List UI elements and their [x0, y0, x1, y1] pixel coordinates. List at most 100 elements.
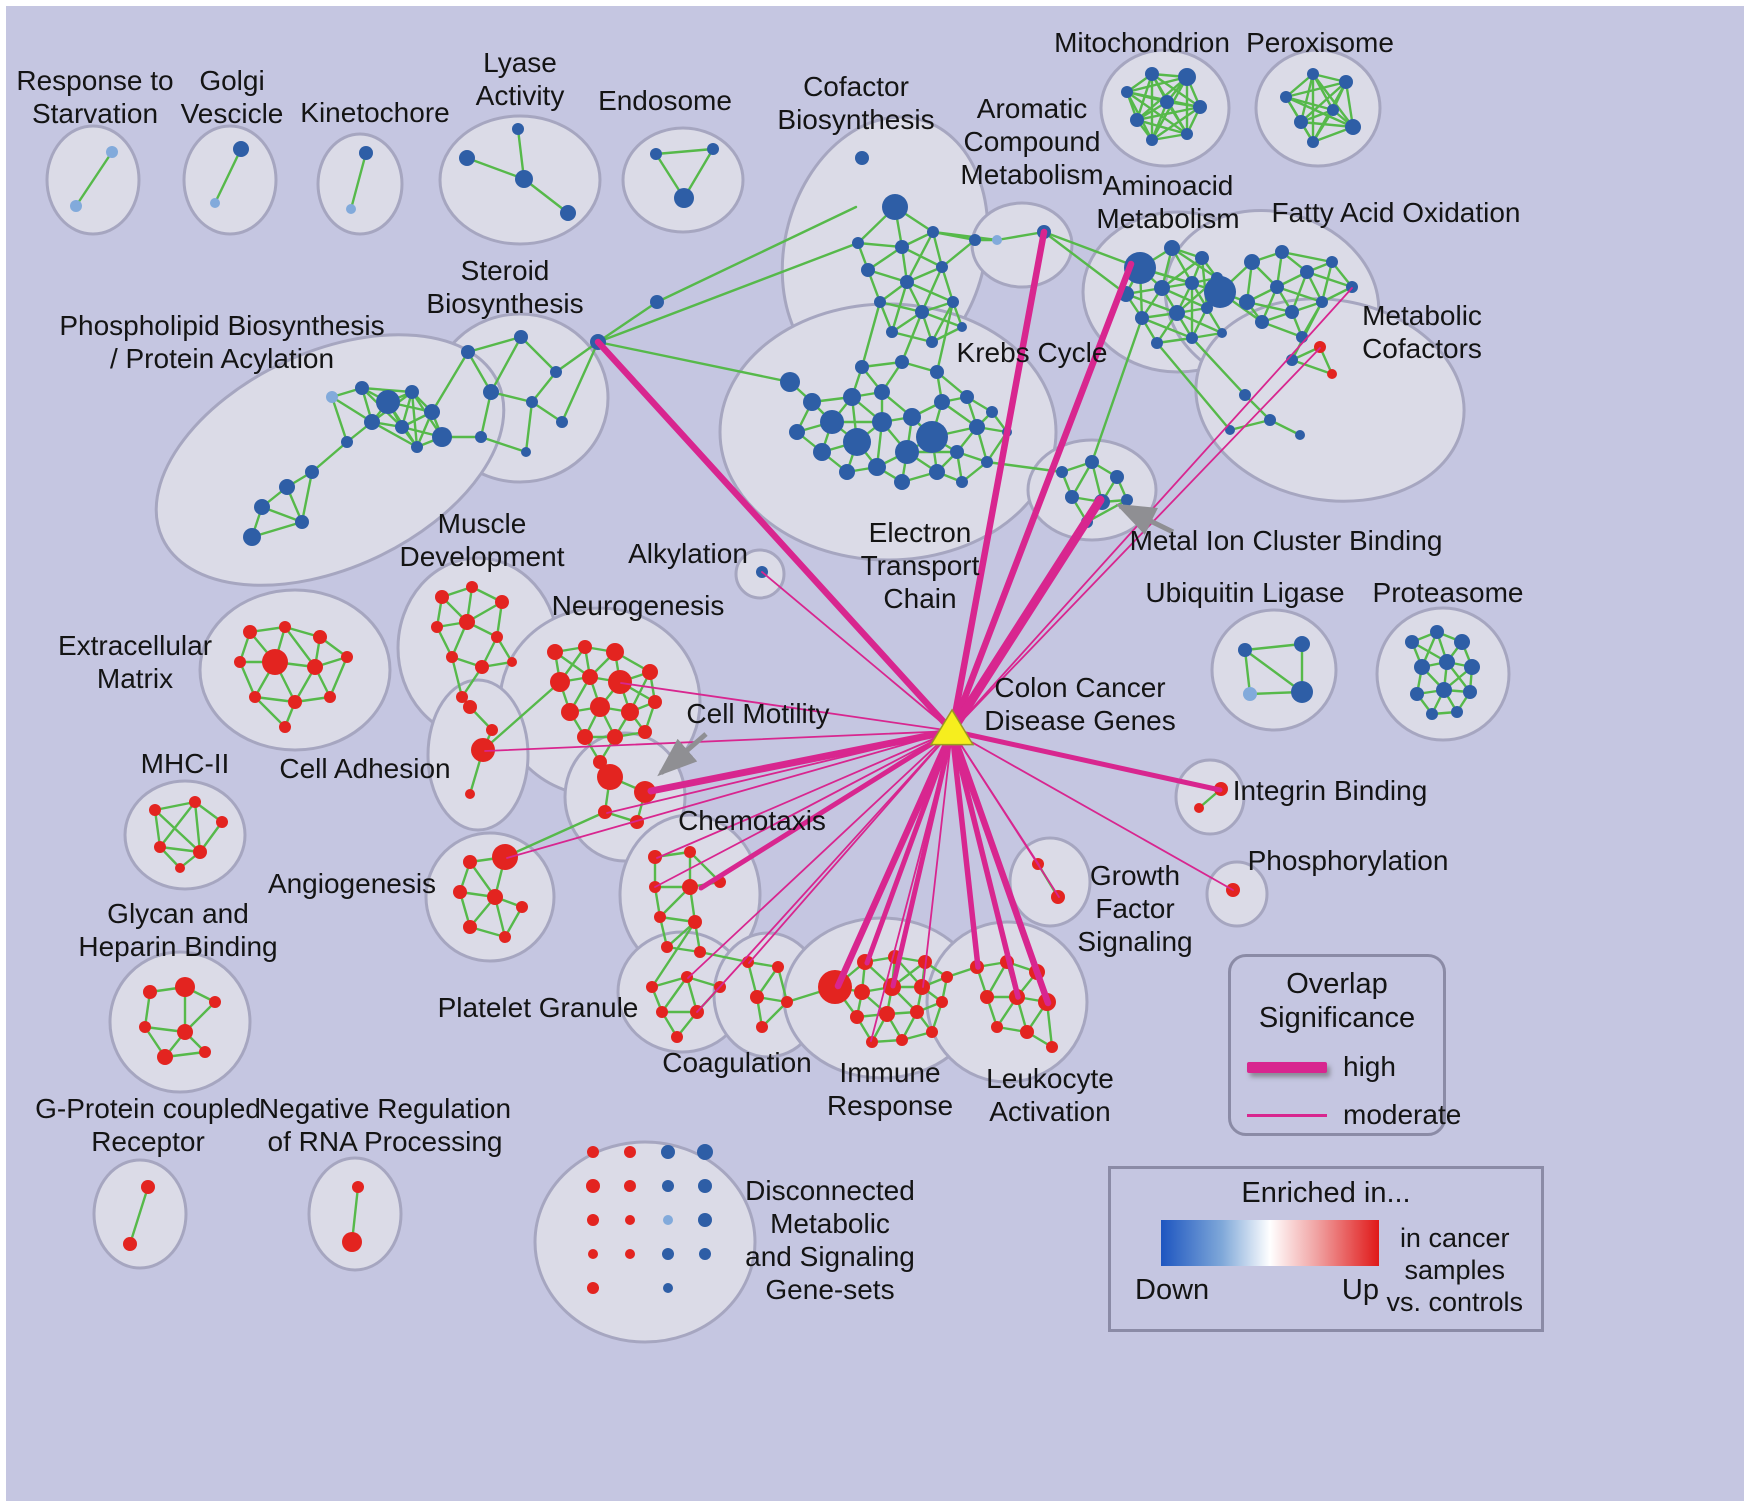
node-cell-motility — [634, 781, 656, 803]
node-immune-response — [896, 1034, 908, 1046]
node-neurogenesis — [593, 755, 607, 769]
edge-metabolic-cofactors — [1290, 358, 1334, 376]
edge-peroxisome — [1284, 80, 1348, 99]
node-neurogenesis — [590, 697, 610, 717]
node-proteasome — [1436, 682, 1452, 698]
edge-cofactor-biosynthesis — [890, 330, 934, 344]
node-platelet-granule — [681, 971, 693, 983]
node-leukocyte-activation — [1020, 1025, 1034, 1039]
overlap-edge-moderate — [696, 730, 953, 1013]
node-electron-transport-chain — [929, 464, 945, 480]
cluster-ellipse-golgi-vescicle — [182, 124, 278, 236]
node-glycan-heparin-binding — [177, 1024, 193, 1040]
edge-aminoacid-metabolism — [1160, 256, 1204, 290]
edge-mhc-ii — [153, 808, 162, 849]
node-extracellular-matrix — [324, 691, 336, 703]
node-immune-response — [850, 1010, 864, 1024]
node-cofactor-biosynthesis — [900, 275, 914, 289]
node-muscle-development — [431, 621, 443, 633]
cluster-ellipse-proteasome — [1375, 606, 1511, 742]
edge-phospholipid-biosynthesis — [300, 470, 314, 524]
node-phospholipid-biosynthesis — [326, 391, 338, 403]
overlap-edge-high — [949, 728, 1021, 1000]
node-metal-ion-cluster-binding — [1121, 494, 1133, 506]
cluster-ellipse-mhc-ii — [123, 779, 247, 891]
node-cofactor-biosynthesis — [855, 151, 869, 165]
node-disconnected-gene-sets — [587, 1282, 599, 1294]
node-g-protein-coupled-receptor — [123, 1237, 137, 1251]
node-electron-transport-chain — [916, 421, 948, 453]
node-neurogenesis — [547, 644, 563, 660]
node-metabolic-cofactors — [1295, 430, 1305, 440]
overlap-edge-moderate — [951, 347, 1321, 732]
node-neurogenesis — [550, 672, 570, 692]
node-phospholipid-biosynthesis — [254, 499, 270, 515]
node-coagulation — [742, 956, 754, 968]
node-steroid-biosynthesis — [526, 396, 538, 408]
edge-platelet-granule — [650, 975, 689, 989]
node-cofactor-biosynthesis — [936, 261, 948, 273]
enrichment-up-label: Up — [1341, 1274, 1379, 1306]
edge-phospholipid-biosynthesis — [310, 440, 349, 474]
overlap-edge-high — [864, 728, 955, 966]
edge-steroid-biosynthesis — [530, 400, 564, 424]
moderate-significance-label: moderate — [1343, 1099, 1462, 1130]
node-peroxisome — [1339, 75, 1353, 89]
node-endosome — [650, 148, 662, 160]
cross-cluster-edge — [698, 950, 750, 964]
node-immune-response — [854, 984, 870, 1000]
node-electron-transport-chain — [956, 476, 968, 488]
edge-peroxisome — [1299, 120, 1355, 129]
node-disconnected-gene-sets — [662, 1180, 674, 1192]
node-cofactor-biosynthesis — [852, 237, 864, 249]
node-extracellular-matrix — [249, 691, 261, 703]
cluster-label-kinetochore: Kinetochore — [300, 97, 449, 128]
floating-label-0: Krebs Cycle — [957, 337, 1108, 368]
overlap-legend-title-line2: Significance — [1258, 1002, 1416, 1034]
node-extracellular-matrix — [341, 651, 353, 663]
node-neurogenesis — [577, 729, 593, 745]
edge-mhc-ii — [153, 800, 197, 812]
node-endosome — [674, 188, 694, 208]
node-lyase-activity — [560, 205, 576, 221]
node-chemotaxis — [648, 850, 662, 864]
enrichment-color-legend: Enriched in... Down Up in cancer samples… — [1108, 1166, 1544, 1332]
node-leukocyte-activation — [1046, 1041, 1058, 1053]
node-extracellular-matrix — [307, 659, 323, 675]
cross-cluster-edge — [1042, 230, 1142, 270]
node-leukocyte-activation — [991, 1021, 1003, 1033]
edge-lyase-activity — [465, 156, 526, 181]
node-steroid-biosynthesis — [550, 366, 562, 378]
node-muscle-development — [495, 595, 509, 609]
node-cofactor-biosynthesis — [861, 263, 875, 277]
node-electron-transport-chain — [868, 458, 886, 476]
node-mitochondrion — [1193, 100, 1207, 114]
edge-cofactor-biosynthesis — [930, 300, 955, 344]
node-electron-transport-chain — [986, 406, 998, 418]
cluster-label-mitochondrion: Mitochondrion — [1054, 27, 1230, 58]
node-peroxisome — [1294, 115, 1308, 129]
node-disconnected-gene-sets — [697, 1144, 713, 1160]
node-aminoacid-metabolism — [1217, 328, 1227, 338]
overlap-legend-high-row: high — [1247, 1051, 1443, 1083]
node-extracellular-matrix — [262, 649, 288, 675]
node-metabolic-cofactors — [1225, 425, 1235, 435]
cross-cluster-edge — [503, 810, 607, 859]
node-proteasome — [1410, 687, 1424, 701]
node-mhc-ii — [154, 841, 166, 853]
cross-cluster-edge — [596, 340, 792, 384]
node-aminoacid-metabolism — [1135, 311, 1149, 325]
node-muscle-development — [456, 691, 468, 703]
enrichment-legend-body: Down Up in cancer samples vs. controls — [1123, 1220, 1529, 1318]
edge-cofactor-biosynthesis — [920, 265, 944, 314]
node-immune-response — [926, 1026, 938, 1038]
node-chemotaxis — [682, 879, 698, 895]
edge-g-protein-coupled-receptor — [128, 1185, 150, 1246]
node-proteasome — [1405, 635, 1419, 649]
